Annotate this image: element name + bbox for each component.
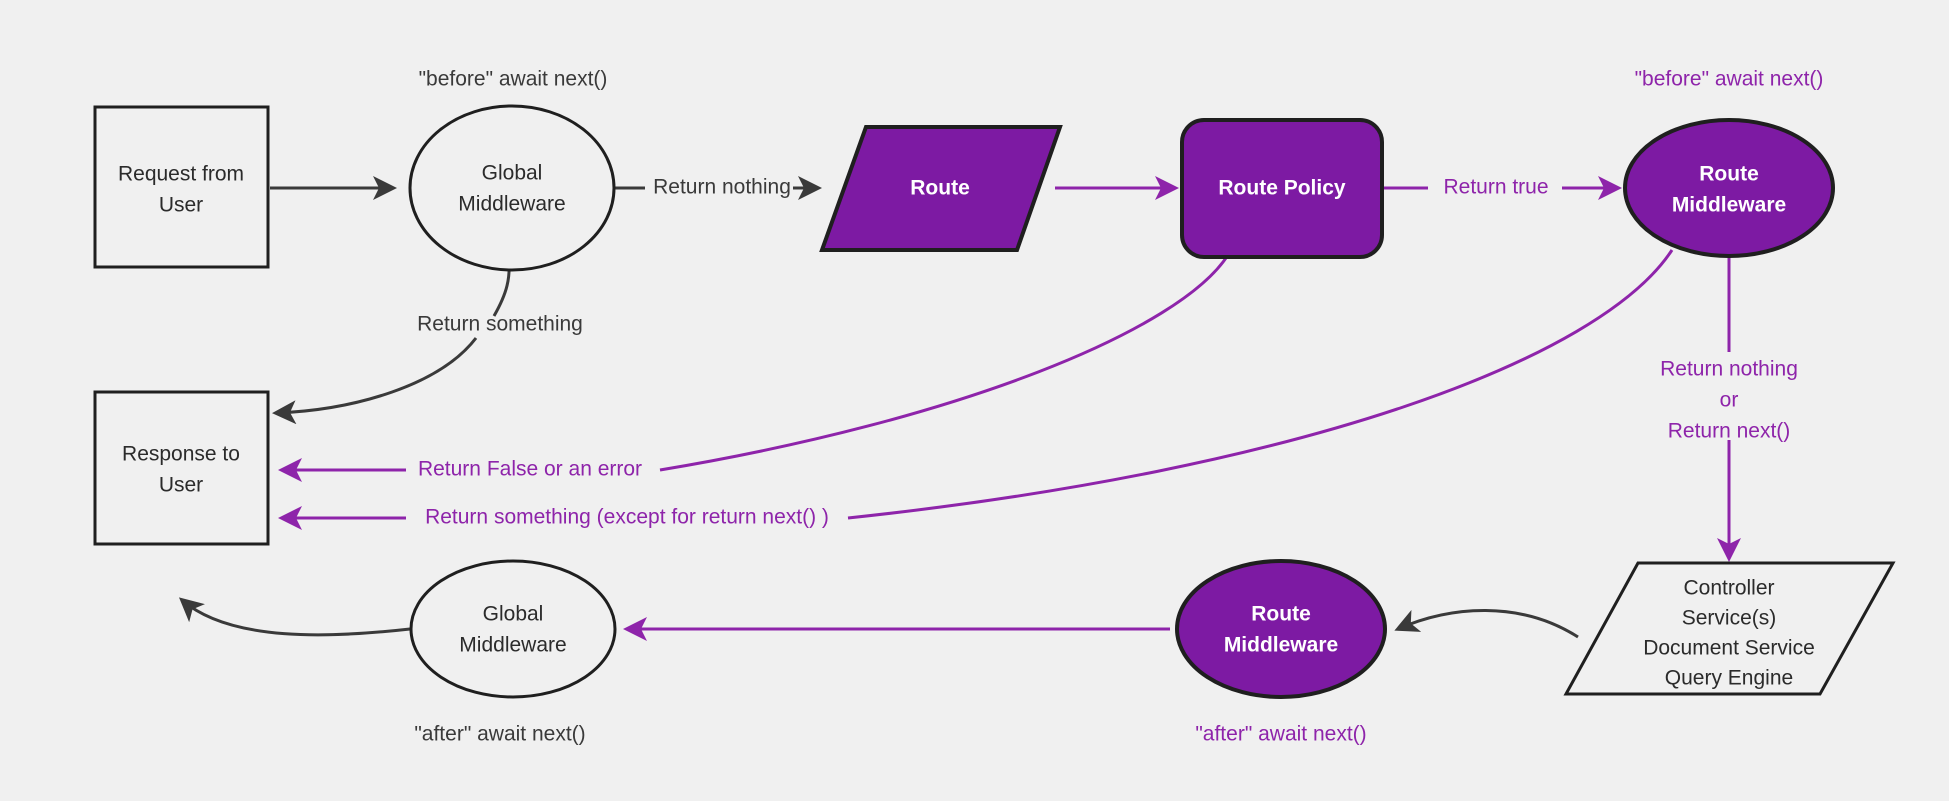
annotation-after-await-next-route: "after" await next() — [1195, 723, 1366, 746]
route-middleware-bottom-label-line1: Route — [1251, 603, 1311, 626]
global-middleware-bottom-label-line2: Middleware — [459, 634, 566, 657]
route-middleware-bottom-shape — [1175, 559, 1387, 699]
node-global-middleware-top[interactable]: Global Middleware — [408, 104, 616, 272]
edge-global-middleware-bottom-to-response — [178, 597, 411, 637]
edge-controller-to-route-middleware-bottom — [1394, 609, 1579, 639]
response-to-user-label-line2: User — [159, 474, 203, 497]
node-route[interactable]: Route — [819, 125, 1063, 252]
edge-route-middleware-return-something-right — [847, 249, 1674, 520]
global-middleware-bottom-shape — [409, 559, 617, 699]
route-shape — [819, 125, 1063, 252]
controller-stack-shape — [1563, 561, 1896, 696]
route-middleware-top-shape — [1623, 118, 1835, 258]
edge-label-return-nothing-or-next-line3: Return next() — [1668, 420, 1791, 443]
global-middleware-top-label-line1: Global — [482, 162, 543, 185]
route-label: Route — [910, 177, 970, 200]
request-from-user-shape — [93, 105, 270, 269]
route-middleware-top-label-line2: Middleware — [1672, 194, 1786, 217]
global-middleware-top-shape — [408, 104, 616, 272]
global-middleware-bottom-label-line1: Global — [483, 603, 544, 626]
edge-label-return-something-except-next: Return something (except for return next… — [425, 506, 829, 529]
node-route-policy[interactable]: Route Policy — [1180, 118, 1384, 259]
controller-stack-label-line2: Service(s) — [1682, 607, 1777, 630]
node-global-middleware-bottom[interactable]: Global Middleware — [409, 559, 617, 699]
controller-stack-label-line4: Query Engine — [1665, 667, 1793, 690]
edge-global-middleware-return-something-lower — [272, 337, 478, 425]
edge-label-return-something: Return something — [417, 313, 583, 336]
node-route-middleware-bottom[interactable]: Route Middleware — [1175, 559, 1387, 699]
route-middleware-bottom-label-line2: Middleware — [1224, 634, 1338, 657]
response-to-user-label-line1: Response to — [122, 443, 240, 466]
node-request-from-user[interactable]: Request from User — [93, 105, 270, 269]
annotation-before-await-next-global: "before" await next() — [419, 68, 608, 91]
node-response-to-user[interactable]: Response to User — [93, 390, 270, 546]
edge-label-return-nothing-or-next-line2: or — [1720, 389, 1739, 412]
controller-stack-label-line1: Controller — [1683, 577, 1774, 600]
node-controller-stack[interactable]: Controller Service(s) Document Service Q… — [1563, 561, 1896, 696]
route-policy-label: Route Policy — [1218, 177, 1346, 200]
global-middleware-top-label-line2: Middleware — [458, 193, 565, 216]
annotation-before-await-next-route: "before" await next() — [1635, 68, 1824, 91]
edge-label-return-nothing: Return nothing — [653, 176, 791, 199]
route-policy-shape — [1180, 118, 1384, 259]
request-from-user-label-line1: Request from — [118, 163, 244, 186]
response-to-user-shape — [93, 390, 270, 546]
controller-stack-label-line3: Document Service — [1643, 637, 1815, 660]
edge-label-return-nothing-or-next-line1: Return nothing — [1660, 358, 1798, 381]
edge-label-return-true: Return true — [1443, 176, 1548, 199]
annotation-after-await-next-global: "after" await next() — [414, 723, 585, 746]
route-middleware-top-label-line1: Route — [1699, 163, 1759, 186]
node-route-middleware-top[interactable]: Route Middleware — [1623, 118, 1835, 258]
edge-route-policy-return-false-right — [659, 254, 1230, 472]
request-from-user-label-line2: User — [159, 194, 203, 217]
edge-label-return-false-or-error: Return False or an error — [418, 458, 642, 481]
